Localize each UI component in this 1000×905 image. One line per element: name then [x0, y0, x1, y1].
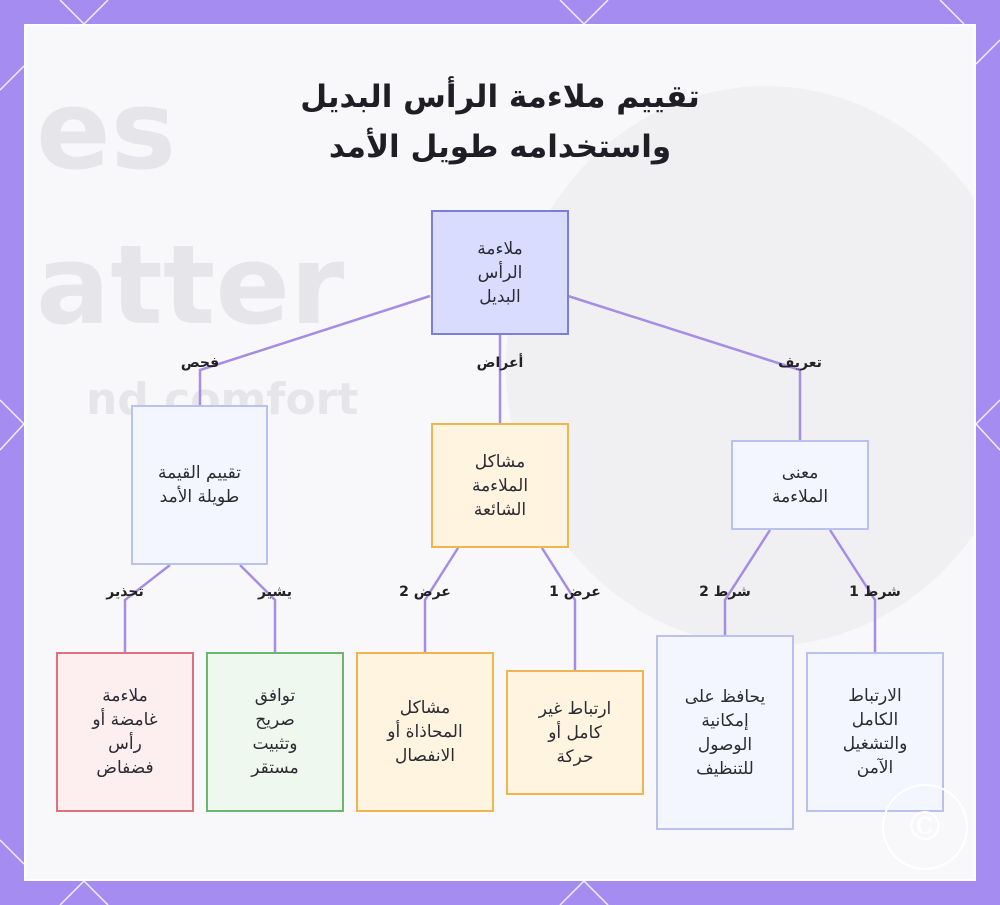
node-cleaning-label: يحافظ على إمكانية الوصول للتنظيف — [684, 686, 766, 779]
node-explicit-compatibility: توافق صريح وتثبيت مستقر — [206, 652, 344, 812]
node-symptoms-label: مشاكل الملاءمة الشائعة — [471, 451, 529, 520]
node-common-fit-problems: مشاكل الملاءمة الشائعة — [431, 423, 569, 548]
node-cleaning-access: يحافظ على إمكانية الوصول للتنظيف — [656, 635, 794, 830]
edge-label-check: فحص — [180, 355, 220, 371]
node-compat-label: توافق صريح وتثبيت مستقر — [251, 686, 299, 778]
node-secure-label: الارتباط الكامل والتشغيل الآمن — [842, 686, 908, 778]
edge-label-symptom-1: عرض 1 — [549, 584, 601, 600]
edge-label-condition-2: شرط 2 — [699, 584, 751, 600]
node-meaning-label: معنى الملاءمة — [771, 463, 829, 507]
edge-label-condition-1: شرط 1 — [849, 584, 901, 600]
node-vague-label: ملاءمة غامضة أو رأس فضفاض — [92, 686, 158, 778]
node-vague-fit: ملاءمة غامضة أو رأس فضفاض — [56, 652, 194, 812]
node-root: ملاءمة الرأس البديل — [431, 210, 569, 335]
node-evaluate-long-term-value: تقييم القيمة طويلة الأمد — [131, 405, 268, 565]
edge-label-define: تعريف — [778, 355, 822, 371]
edge-label-warn: تحذير — [106, 584, 144, 600]
diagram-title: تقييم ملاءمة الرأس البديل واستخدامه طويل… — [200, 72, 800, 172]
node-fit-meaning: معنى الملاءمة — [731, 440, 869, 530]
copyright-c-icon: © — [882, 784, 968, 870]
watermark-text-1: es — [36, 66, 177, 194]
watermark-text-2: atter — [36, 221, 345, 349]
node-loose-label: ارتباط غير كامل أو حركة — [538, 698, 612, 767]
node-incomplete-engagement: ارتباط غير كامل أو حركة — [506, 670, 644, 795]
edge-label-symptoms: أعراض — [476, 355, 524, 371]
node-alignment-issues: مشاكل المحاذاة أو الانفصال — [356, 652, 494, 812]
node-root-label: ملاءمة الرأس البديل — [477, 238, 523, 307]
node-align-label: مشاكل المحاذاة أو الانفصال — [387, 698, 463, 766]
title-line-1: تقييم ملاءمة الرأس البديل — [300, 79, 700, 115]
edge-label-indicates: يشير — [258, 584, 292, 600]
edge-label-symptom-2: عرض 2 — [399, 584, 451, 600]
watermark-shape — [506, 86, 974, 646]
title-line-2: واستخدامه طويل الأمد — [328, 129, 672, 165]
node-eval-label: تقييم القيمة طويلة الأمد — [158, 463, 241, 507]
node-secure-engagement: الارتباط الكامل والتشغيل الآمن — [806, 652, 944, 812]
